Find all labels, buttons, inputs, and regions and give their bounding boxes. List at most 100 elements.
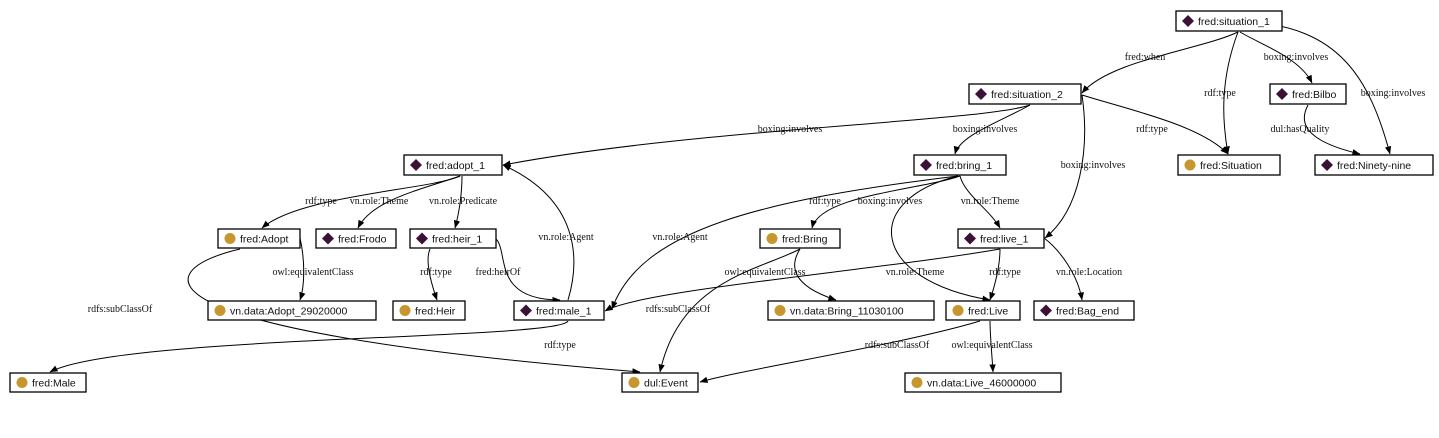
edge-live_1-to-bag_end <box>1043 237 1084 301</box>
edge-situation_1-to-situation <box>1223 31 1239 155</box>
edge-label: boxing:involves <box>1361 88 1426 99</box>
edge-label: rdf:type <box>544 340 576 351</box>
node-label: fred:Adopt <box>240 233 289 245</box>
edge-live-to-live_vn <box>989 320 996 373</box>
node-bag-end[interactable]: fred:Bag_end <box>1033 300 1135 321</box>
node-box <box>945 300 1021 321</box>
node-bring-1[interactable]: fred:bring_1 <box>913 154 1007 176</box>
node-bring-vn[interactable]: vn.data:Bring_11030100 <box>767 300 935 321</box>
edge-label: rdf:type <box>1204 88 1236 99</box>
node-label: fred:Situation <box>1200 160 1262 172</box>
node-male-1[interactable]: fred:male_1 <box>513 300 605 321</box>
node-label: fred:bring_1 <box>936 160 992 172</box>
node-adopt-1[interactable]: fred:adopt_1 <box>403 154 503 176</box>
diamond-icon <box>1040 304 1052 317</box>
edge-heir_1-to-heir <box>427 248 438 301</box>
node-label: fred:Bring <box>782 233 828 245</box>
node-heir[interactable]: fred:Heir <box>392 300 466 321</box>
node-live-1[interactable]: fred:live_1 <box>957 228 1045 249</box>
node-label: fred:Heir <box>415 305 456 317</box>
node-heir-1[interactable]: fred:heir_1 <box>409 228 497 249</box>
node-box <box>9 372 87 393</box>
node-event[interactable]: dul:Event <box>621 372 699 393</box>
edge-bring_1-to-live <box>891 175 991 302</box>
edge-label: boxing:involves <box>953 124 1018 135</box>
edge-label: owl:equivalentClass <box>724 267 805 278</box>
node-adopt-vn[interactable]: vn.data:Adopt_29020000 <box>207 300 377 321</box>
node-label: vn.data:Live_46000000 <box>927 377 1036 389</box>
edge-label: vn.role:Theme <box>886 267 945 278</box>
edge-label: rdf:type <box>420 267 452 278</box>
circle-icon <box>911 377 923 388</box>
edge-situation_2-to-bring_1 <box>953 104 1031 155</box>
node-bring[interactable]: fred:Bring <box>759 228 841 249</box>
edge-adopt-to-adopt_vn <box>299 237 306 301</box>
diamond-icon <box>920 159 932 171</box>
edge-label: vn.role:Predicate <box>429 196 498 207</box>
edge-male_1-to-male <box>49 320 569 373</box>
node-box <box>217 228 301 249</box>
node-label: fred:heir_1 <box>432 233 482 245</box>
node-label: fred:Bag_end <box>1056 305 1119 317</box>
node-box <box>957 228 1045 249</box>
edge-bring_1-to-live_1 <box>959 175 1001 229</box>
edge-label: rdf:type <box>989 267 1021 278</box>
circle-icon <box>774 305 786 316</box>
node-bilbo[interactable]: fred:Bilbo <box>1269 83 1347 105</box>
node-situation[interactable]: fred:Situation <box>1177 154 1281 176</box>
circle-icon <box>1184 159 1196 171</box>
edge-label: fred:heirOf <box>476 267 522 278</box>
circle-icon <box>628 377 640 388</box>
edge-live_1-to-live <box>989 248 1001 301</box>
diamond-icon <box>410 159 422 171</box>
edge-bring_1-to-male_1 <box>611 175 959 310</box>
edge-situation_2-to-adopt_1 <box>502 104 1031 167</box>
node-box <box>759 228 841 249</box>
edge-label: vn.role:Agent <box>538 232 593 243</box>
edge-situation_2-to-situation <box>1081 94 1229 155</box>
diamond-icon <box>975 88 987 100</box>
node-situation-1[interactable]: fred:situation_1 <box>1175 10 1283 32</box>
edge-bring-to-event <box>658 248 801 373</box>
circle-icon <box>16 377 28 388</box>
edge-label: rdf:type <box>305 196 337 207</box>
node-box <box>409 228 497 249</box>
node-label: dul:Event <box>644 377 688 389</box>
node-label: fred:Live <box>968 305 1008 317</box>
edge-situation_1-to-bilbo <box>1239 31 1313 84</box>
node-live-vn[interactable]: vn.data:Live_46000000 <box>904 372 1062 393</box>
edge-label: rdfs:subClassOf <box>865 340 930 351</box>
edge-bring-to-bring_vn <box>794 248 837 301</box>
edge-label: owl:equivalentClass <box>272 267 353 278</box>
edge-situation_1-to-situation_2 <box>1081 31 1239 94</box>
node-box <box>392 300 466 321</box>
circle-icon <box>214 305 226 316</box>
node-ninety-nine[interactable]: fred:Ninety-nine <box>1314 154 1434 176</box>
node-label: fred:live_1 <box>980 233 1029 245</box>
node-label: vn.data:Bring_11030100 <box>790 305 904 317</box>
node-box <box>913 154 1007 176</box>
node-box <box>1269 83 1347 105</box>
diamond-icon <box>416 232 428 245</box>
node-box <box>403 154 503 176</box>
edge-adopt_1-to-frodo <box>357 175 461 229</box>
edge-heir_1-to-male_1 <box>494 237 561 304</box>
edge-adopt_1-to-heir_1 <box>453 175 463 229</box>
diamond-icon <box>964 232 976 245</box>
node-live[interactable]: fred:Live <box>945 300 1021 321</box>
circle-icon <box>766 233 778 244</box>
edge-label: fred:when <box>1125 52 1166 63</box>
edges-layer <box>49 21 1392 383</box>
edge-label: owl:equivalentClass <box>951 340 1032 351</box>
edge-label: vn.role:Theme <box>350 196 409 207</box>
node-box <box>315 228 397 249</box>
edge-situation_2-to-live_1 <box>1044 94 1086 239</box>
edge-label: boxing:involves <box>1061 160 1126 171</box>
node-adopt[interactable]: fred:Adopt <box>217 228 301 249</box>
node-situation-2[interactable]: fred:situation_2 <box>968 83 1082 105</box>
node-male[interactable]: fred:Male <box>9 372 87 393</box>
node-frodo[interactable]: fred:Frodo <box>315 228 397 249</box>
diamond-icon <box>1276 88 1288 100</box>
edge-label: dul:hasQuality <box>1271 124 1330 135</box>
